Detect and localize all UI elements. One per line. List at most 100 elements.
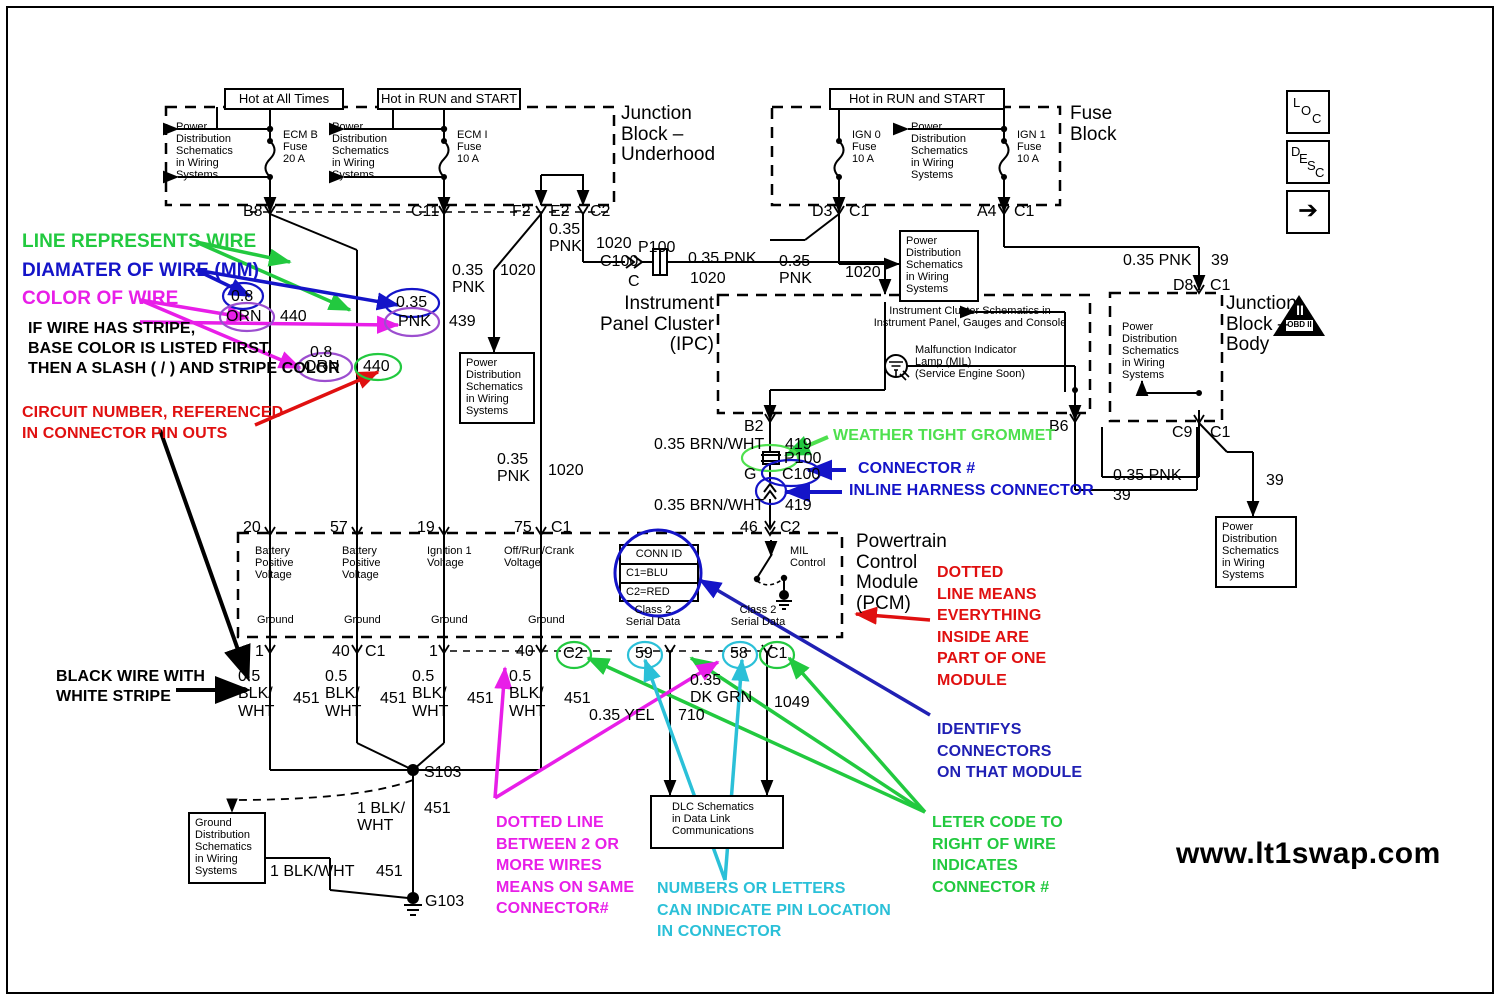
fuse-label-ign0: IGN 0 Fuse 10 A — [852, 129, 881, 165]
wire-451a-spec: 0.5 BLK/ WHT — [238, 668, 275, 720]
pcm-pin-20: 20 — [243, 519, 261, 536]
ground-label-g103: G103 — [425, 893, 465, 910]
wire-1020-e2-spec: 0.35 PNK — [549, 221, 582, 256]
pcm-bottom-pin-40a: 40 — [332, 643, 350, 660]
wire-1020-bottom-spec: 0.35 PNK — [497, 451, 530, 486]
ref-box-text: Power Distribution Schematics in Wiring … — [906, 235, 963, 295]
terminal-b6: B6 — [1049, 418, 1069, 435]
wire-419-bot-spec: 0.35 BRN/WHT — [654, 497, 765, 514]
terminal-e2: E2 — [550, 203, 570, 220]
connector-c100-label: C100 — [782, 466, 821, 483]
wire-451b-spec: 0.5 BLK/ WHT — [325, 668, 362, 720]
terminal-c1-c9: C1 — [1210, 424, 1231, 441]
obd-badge-roman: II — [1296, 302, 1304, 318]
ground-pin-g: G — [744, 466, 757, 483]
grommet-p100-top: P100 — [638, 239, 676, 256]
pcm-func-mil-control: MIL Control — [790, 545, 826, 569]
loc-icon[interactable]: L O C — [1286, 90, 1330, 134]
terminal-c1-d3: C1 — [849, 203, 870, 220]
annotation-stripe-note-2: BASE COLOR IS LISTED FIRST, — [28, 340, 272, 357]
fuse-label-ign1: IGN 1 Fuse 10 A — [1017, 129, 1046, 165]
wire-splice-tail-circuit: 451 — [424, 800, 451, 817]
grommet-p100-label: P100 — [784, 450, 822, 467]
pcm-bottom-pin-59: 59 — [635, 645, 653, 662]
wire-ground-tail-circuit: 451 — [376, 863, 403, 880]
wire-1020-right-circuit: 1020 — [690, 270, 726, 287]
desc-icon[interactable]: D E S C — [1286, 140, 1330, 184]
bus-label-text: Hot in RUN and START — [848, 91, 986, 106]
pcm-conn-c2-top: C2 — [780, 519, 801, 536]
annotation-letter-code: LETER CODE TO RIGHT OF WIRE INDICATES CO… — [932, 814, 1063, 896]
terminal-c1-a4: C1 — [1014, 203, 1035, 220]
annotation-black-wire-2: WHITE STRIPE — [56, 688, 171, 705]
wire-451c-circuit: 451 — [467, 690, 494, 707]
wire-1020-bottom-circuit: 1020 — [548, 462, 584, 479]
terminal-d8: D8 — [1173, 277, 1194, 294]
terminal-c1-d8: C1 — [1210, 277, 1231, 294]
ref-box-text: Power Distribution Schematics in Wiring … — [466, 357, 523, 417]
pcm-bottom-conn-c2: C2 — [563, 645, 584, 662]
ref-pds-underhood-mid: Power Distribution Schematics in Wiring … — [332, 121, 389, 181]
junction-block-underhood-title: Junction Block – Underhood — [621, 103, 716, 166]
annotation-connector-number: CONNECTOR # — [858, 460, 976, 477]
annotation-color-of-wire: COLOR OF WIRE — [22, 288, 179, 309]
pcm-pin-75: 75 — [514, 519, 532, 536]
mil-lamp-label: Malfunction Indicator Lamp (MIL) (Servic… — [915, 344, 1026, 380]
wire-451d-circuit: 451 — [564, 690, 591, 707]
ref-box-dlc: DLC Schematics in Data Link Communicatio… — [650, 795, 784, 849]
wire-1020-c2-circuit: 1020 — [596, 235, 632, 252]
terminal-a4: A4 — [977, 203, 997, 220]
pcm-pin-57: 57 — [330, 519, 348, 536]
wire-1020-d3-spec: 0.35 PNK — [779, 253, 812, 288]
wire-710-circuit: 710 — [678, 707, 705, 724]
ref-box-pds-under-f2: Power Distribution Schematics in Wiring … — [459, 352, 535, 424]
pcm-bottom-conn-c1a: C1 — [365, 643, 386, 660]
terminal-f2: F2 — [512, 203, 531, 220]
pcm-bottom-class2-1: Class 2 Serial Data — [625, 604, 681, 628]
wire-39-c9a-circuit: 39 — [1113, 487, 1131, 504]
wire-39-a4-spec: 0.35 PNK — [1123, 252, 1192, 269]
obd-badge-label: OBD II — [1287, 320, 1312, 329]
ref-pds-fuse-block: Power Distribution Schematics in Wiring … — [911, 121, 968, 181]
wire-1049-spec: 0.35 DK GRN — [690, 672, 753, 707]
wire-451b-circuit: 451 — [380, 690, 407, 707]
annotation-dotted-line-module: DOTTED LINE MEANS EVERYTHING INSIDE ARE … — [937, 564, 1047, 689]
desc-icon-e: E — [1299, 151, 1308, 166]
wire-439-color: PNK — [398, 313, 431, 330]
pcm-func-battery-1: Battery Positive Voltage — [255, 545, 294, 581]
fuse-label-ecm-i: ECM I Fuse 10 A — [457, 129, 488, 165]
site-watermark: www.lt1swap.com — [1176, 837, 1441, 870]
desc-icon-c: C — [1315, 165, 1325, 180]
wire-419-bot-circuit: 419 — [785, 497, 812, 514]
pcm-pin-46: 46 — [740, 519, 758, 536]
annotation-dotted-line-wires: DOTTED LINE BETWEEN 2 OR MORE WIRES MEAN… — [496, 814, 635, 918]
conn-id-row-c2: C2=RED — [626, 586, 670, 598]
arrow-icon[interactable]: ➔ — [1286, 190, 1330, 234]
wire-439-circuit: 439 — [449, 313, 476, 330]
pcm-title: Powertrain Control Module (PCM) — [856, 531, 947, 614]
wire-419-top-circuit: 419 — [785, 436, 812, 453]
splice-label-s103: S103 — [424, 764, 462, 781]
annotation-inline-harness-connector: INLINE HARNESS CONNECTOR — [849, 482, 1094, 499]
annotation-black-wire-1: BLACK WIRE WITH — [56, 668, 206, 685]
pcm-bottom-pin-58: 58 — [730, 645, 748, 662]
pcm-bottom-ground-1: Ground — [257, 614, 294, 626]
pcm-pin-19: 19 — [417, 519, 435, 536]
wire-439-gauge: 0.35 — [396, 294, 428, 311]
loc-icon-c: C — [1312, 111, 1322, 126]
conn-id-row-c1: C1=BLU — [626, 567, 668, 579]
wire-710-spec: 0.35 YEL — [589, 707, 655, 724]
pcm-bottom-conn-c1b: C1 — [767, 645, 788, 662]
loc-icon-l: L — [1293, 95, 1301, 110]
wire-1049-circuit: 1049 — [774, 694, 810, 711]
annotation-diameter-of-wire: DIAMATER OF WIRE (MM) — [22, 260, 260, 281]
desc-icon-d: D — [1291, 144, 1301, 159]
annotation-circuit-number-1: CIRCUIT NUMBER, REFERENCED — [22, 404, 284, 421]
bus-label-hot-in-run-start-fb: Hot in RUN and START — [829, 88, 1005, 110]
wire-39-c9b-circuit: 39 — [1266, 472, 1284, 489]
bus-label-hot-at-all-times: Hot at All Times — [224, 88, 344, 110]
annotation-identifys-connectors: IDENTIFYS CONNECTORS ON THAT MODULE — [937, 721, 1083, 782]
annotation-stripe-note-1: IF WIRE HAS STRIPE, — [28, 320, 196, 337]
pcm-conn-c1-top: C1 — [551, 519, 572, 536]
terminal-b2: B2 — [744, 418, 764, 435]
